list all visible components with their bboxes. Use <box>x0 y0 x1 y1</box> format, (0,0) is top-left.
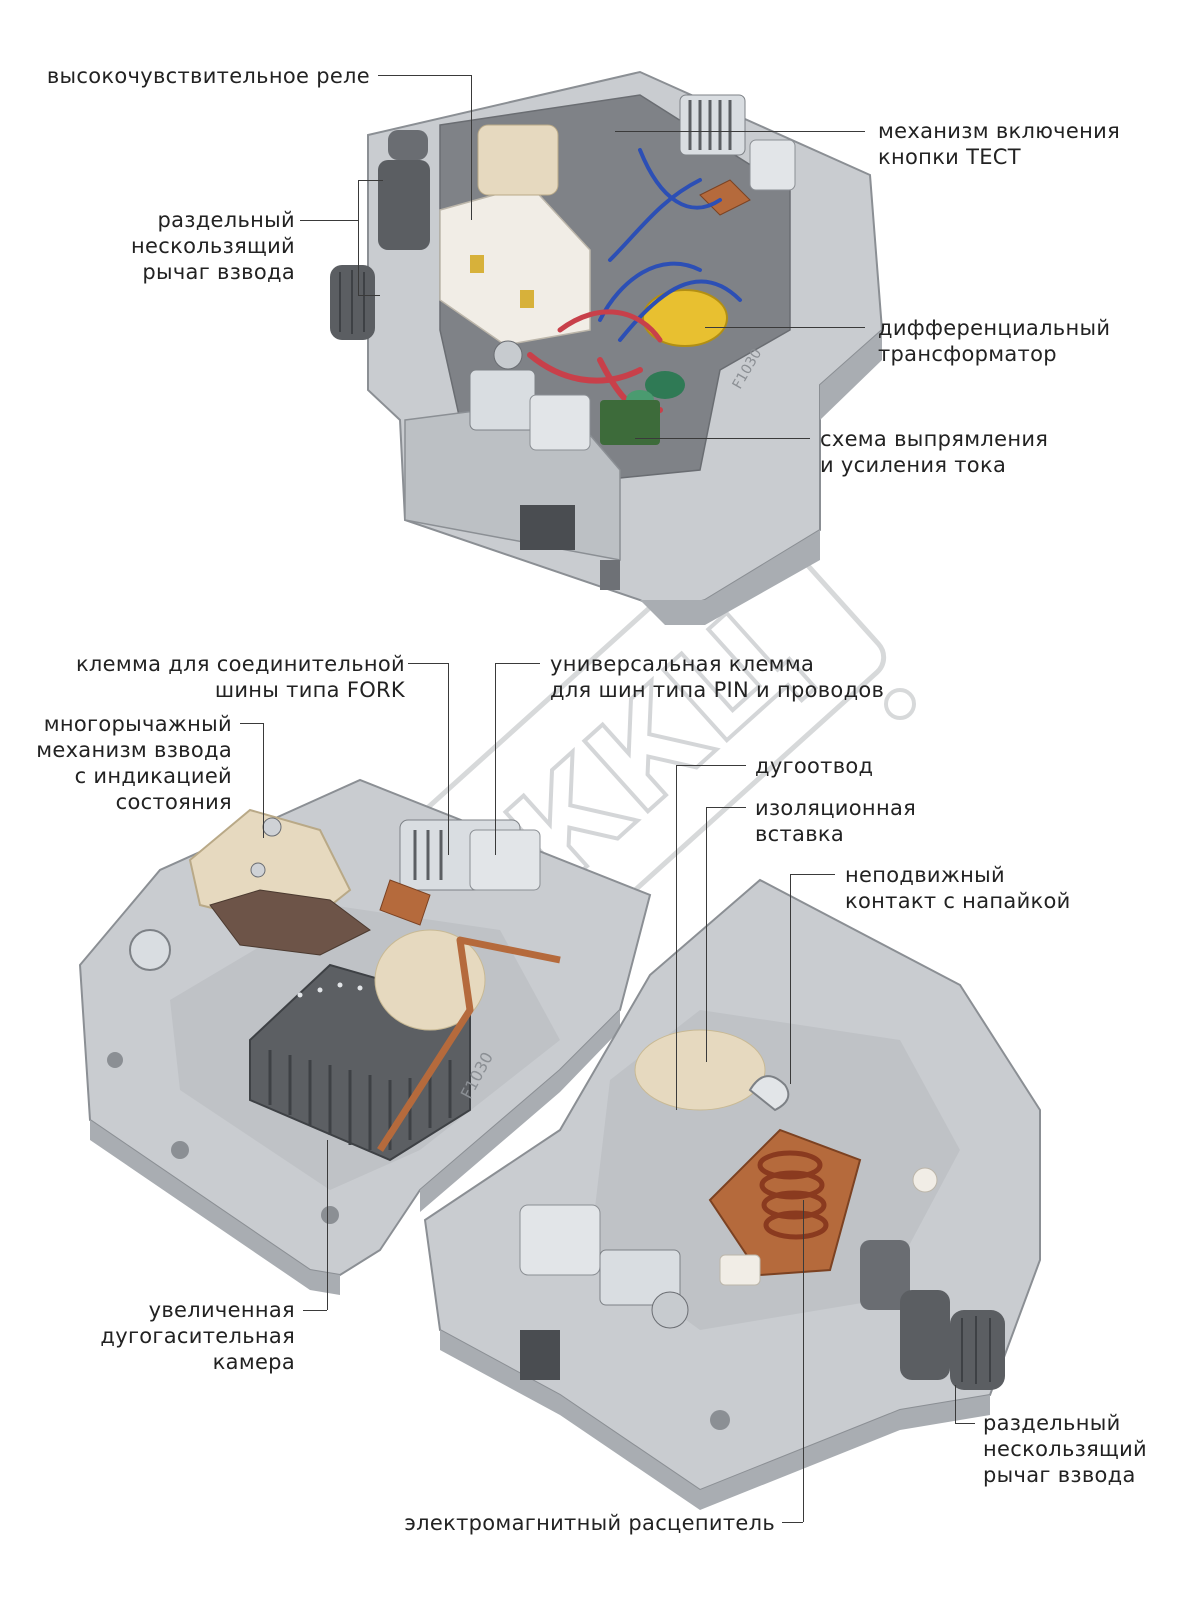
right-lever <box>860 1240 1005 1390</box>
label-arc-runner: дугоотвод <box>755 754 874 778</box>
transformer-ring <box>642 289 728 347</box>
label-transformer: дифференциальный трансформатор <box>878 316 1111 366</box>
label-universal-terminal: универсальная клемма для шин типа PIN и … <box>550 652 885 702</box>
label-lever-top: раздельный нескользящий рычаг взвода <box>130 208 295 284</box>
label-arc-chamber: увеличенная дугогасительная камера <box>100 1298 295 1374</box>
left-mechanism <box>129 808 371 971</box>
em-release-coil <box>708 1128 862 1286</box>
label-fixed-contact: неподвижный контакт с напайкой <box>845 863 1071 913</box>
label-insulating-insert: изоляционная вставка <box>755 796 917 846</box>
breaker-left-half: F1030 <box>78 778 652 1295</box>
rcd-lever <box>330 130 430 340</box>
breaker-right-half <box>423 878 1041 1510</box>
label-relay: высокочувствительное реле <box>46 64 370 88</box>
label-fork-terminal: клемма для соединительной шины типа FORK <box>75 652 405 702</box>
label-lever-bottom: раздельный нескользящий рычаг взвода <box>983 1411 1148 1487</box>
label-multi-lever: многорычажный механизм взвода с индикаци… <box>36 712 232 814</box>
label-test-button: механизм включения кнопки ТЕСТ <box>878 119 1121 169</box>
label-rectifier: схема выпрямления и усиления тока <box>820 427 1049 477</box>
rcd-device: F1030 <box>330 70 884 625</box>
label-em-release: электромагнитный расцепитель <box>404 1511 775 1535</box>
